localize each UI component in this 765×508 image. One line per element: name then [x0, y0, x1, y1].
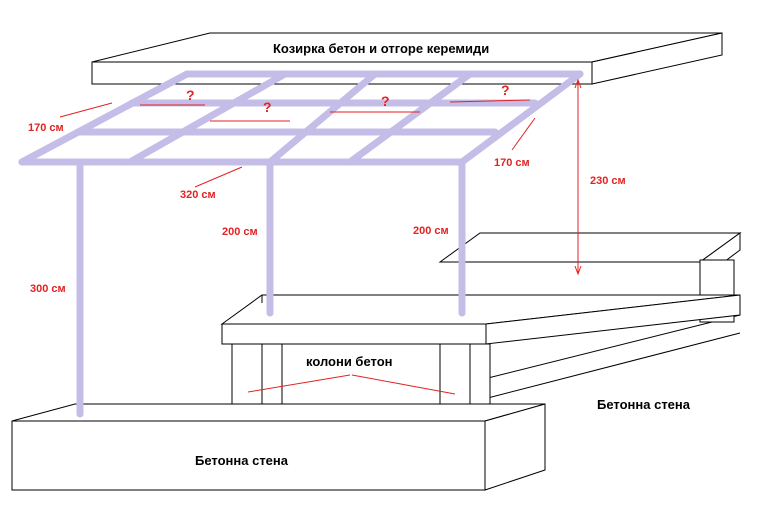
rafter-3 [346, 70, 474, 166]
front-wall-side [484, 403, 546, 491]
front-wall-label: Бетонна стена [195, 453, 289, 468]
dim-mid-post-right: 200 см [413, 225, 449, 237]
right-wall-label: Бетонна стена [597, 397, 691, 412]
dim-right-depth: 170 см [494, 157, 530, 169]
dimension-lines [59, 78, 582, 395]
dim-span: 320 см [180, 189, 216, 201]
labels: Козирка бетон и отгоре керемиди колони б… [28, 41, 691, 468]
unknown-2: ? [263, 99, 272, 115]
roof-label: Козирка бетон и отгоре керемиди [273, 41, 489, 56]
columns-label: колони бетон [306, 354, 393, 369]
bench-front [221, 323, 487, 345]
dim-left-depth: 170 см [28, 122, 64, 134]
front-wall-top [11, 403, 546, 422]
dim-mid-post-left: 200 см [222, 226, 258, 238]
right-wall-top [438, 232, 742, 263]
dim-front-post: 300 см [30, 283, 66, 295]
beam-left [18, 70, 191, 166]
rafter-1 [126, 70, 289, 166]
concrete-column-right [439, 343, 491, 415]
unknown-1: ? [186, 87, 195, 103]
right-wall [438, 232, 742, 401]
beam-right [458, 70, 584, 166]
rafter-2 [266, 70, 379, 166]
dim-roof-height: 230 см [590, 175, 626, 187]
pergola-frame [18, 70, 584, 418]
unknown-3: ? [381, 93, 390, 109]
roof-slab-side [591, 32, 723, 85]
front-wall [11, 403, 546, 491]
bench-block [220, 294, 741, 415]
bench-side [485, 294, 741, 345]
unknown-4: ? [501, 82, 510, 98]
